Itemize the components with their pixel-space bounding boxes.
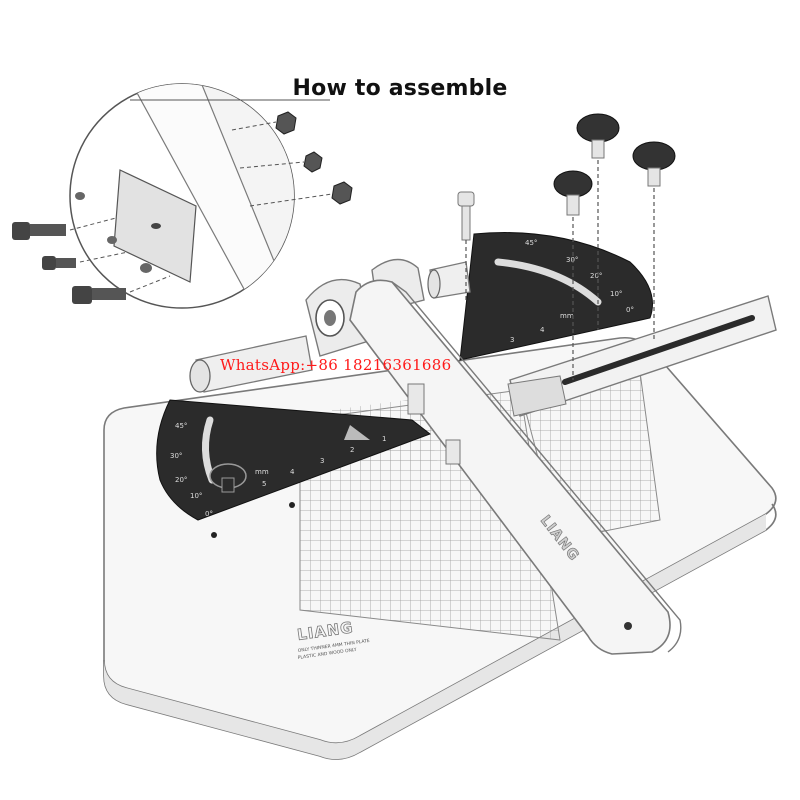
diagram-title: How to assemble [292, 76, 508, 101]
right-angle-10: 10° [610, 290, 622, 298]
left-angle-10: 10° [190, 492, 202, 500]
base-hole [211, 532, 217, 538]
detail-inset [69, 83, 330, 309]
triangle-marker [344, 425, 370, 440]
thumb-screws [457, 113, 676, 380]
left-protractor: 45° 30° 20° 10° 0° mm 5 4 3 2 1 [156, 399, 432, 521]
left-angle-20: 20° [175, 476, 187, 484]
right-angle-45: 45° [525, 239, 537, 247]
base-hole [289, 502, 295, 508]
left-ruler-2: 2 [350, 446, 354, 454]
thumb-screw [553, 170, 593, 216]
right-angle-20: 20° [590, 272, 602, 280]
left-ruler-1: 1 [382, 435, 386, 443]
left-ruler-4: 4 [290, 468, 295, 476]
right-ruler-3: 3 [510, 336, 514, 344]
hex-bolt [12, 222, 66, 240]
washer [75, 192, 85, 200]
bolts-and-nuts [12, 111, 353, 304]
right-angle-0: 0° [626, 306, 634, 314]
arm-hole [624, 622, 632, 630]
left-ruler-3: 3 [320, 457, 324, 465]
left-angle-0: 0° [205, 510, 213, 518]
hex-bolt [72, 286, 126, 304]
right-angle-30: 30° [566, 256, 578, 264]
washer [107, 236, 117, 244]
right-ruler-mm: mm [560, 312, 574, 320]
hex-bolt [42, 256, 76, 270]
slotted-fence [507, 295, 777, 417]
left-angle-45: 45° [175, 422, 187, 430]
thumb-screw [632, 141, 676, 187]
thumb-screw [576, 113, 620, 159]
whatsapp-watermark: WhatsApp:+86 18216361686 [220, 356, 452, 374]
cap-screw [457, 191, 475, 241]
right-protractor: 45° 30° 20° 10° 0° mm 4 3 [459, 232, 653, 361]
left-ruler-5: 5 [262, 480, 266, 488]
blade-arm: LIANG [349, 279, 682, 655]
right-ruler-4: 4 [540, 326, 545, 334]
washer [140, 263, 152, 273]
left-ruler-mm: mm [255, 468, 269, 476]
left-angle-30: 30° [170, 452, 182, 460]
